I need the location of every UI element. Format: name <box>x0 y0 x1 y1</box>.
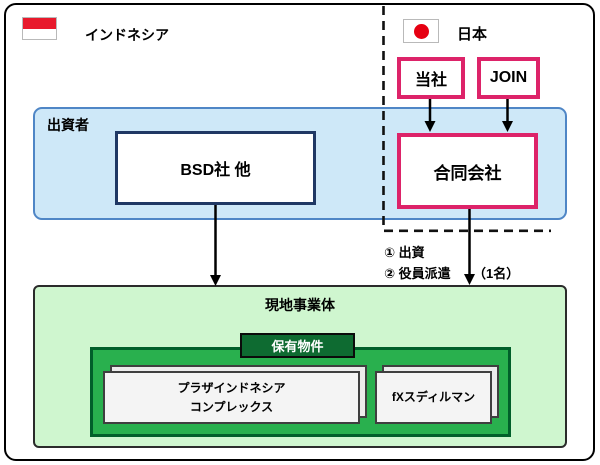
annotation-investment: ① 出資 <box>384 245 425 260</box>
investors-panel-label: 出資者 <box>47 117 89 133</box>
annotation-headcount: （1名） <box>473 266 520 281</box>
indonesia-flag-red-band <box>23 18 56 29</box>
node-fx-sudirman: fXスディルマン <box>375 365 499 424</box>
holdings-header: 保有物件 <box>240 333 355 358</box>
region-label-indonesia: インドネシア <box>85 27 169 43</box>
fx-box-face: fXスディルマン <box>375 371 492 424</box>
node-plaza-indonesia-complex: プラザインドネシア コンプレックス <box>103 365 367 424</box>
annotation-dispatch: ② 役員派遣 <box>384 266 451 281</box>
node-our-company: 当社 <box>397 57 465 99</box>
fx-label: fXスディルマン <box>391 390 476 405</box>
japan-flag-sun <box>413 23 429 39</box>
region-label-japan: 日本 <box>457 26 488 43</box>
plaza-label-line1: プラザインドネシア <box>177 380 286 395</box>
local-entity-panel-label: 現地事業体 <box>265 297 335 313</box>
indonesia-flag-icon <box>22 17 57 40</box>
node-bsd: BSD社 他 <box>115 131 316 205</box>
diagram-outer-frame <box>4 3 595 461</box>
node-godo-kaisha: 合同会社 <box>397 133 538 209</box>
japan-flag-icon <box>403 19 439 43</box>
plaza-box-face: プラザインドネシア コンプレックス <box>103 371 360 424</box>
plaza-label-line2: コンプレックス <box>189 399 274 414</box>
node-join: JOIN <box>477 57 540 99</box>
